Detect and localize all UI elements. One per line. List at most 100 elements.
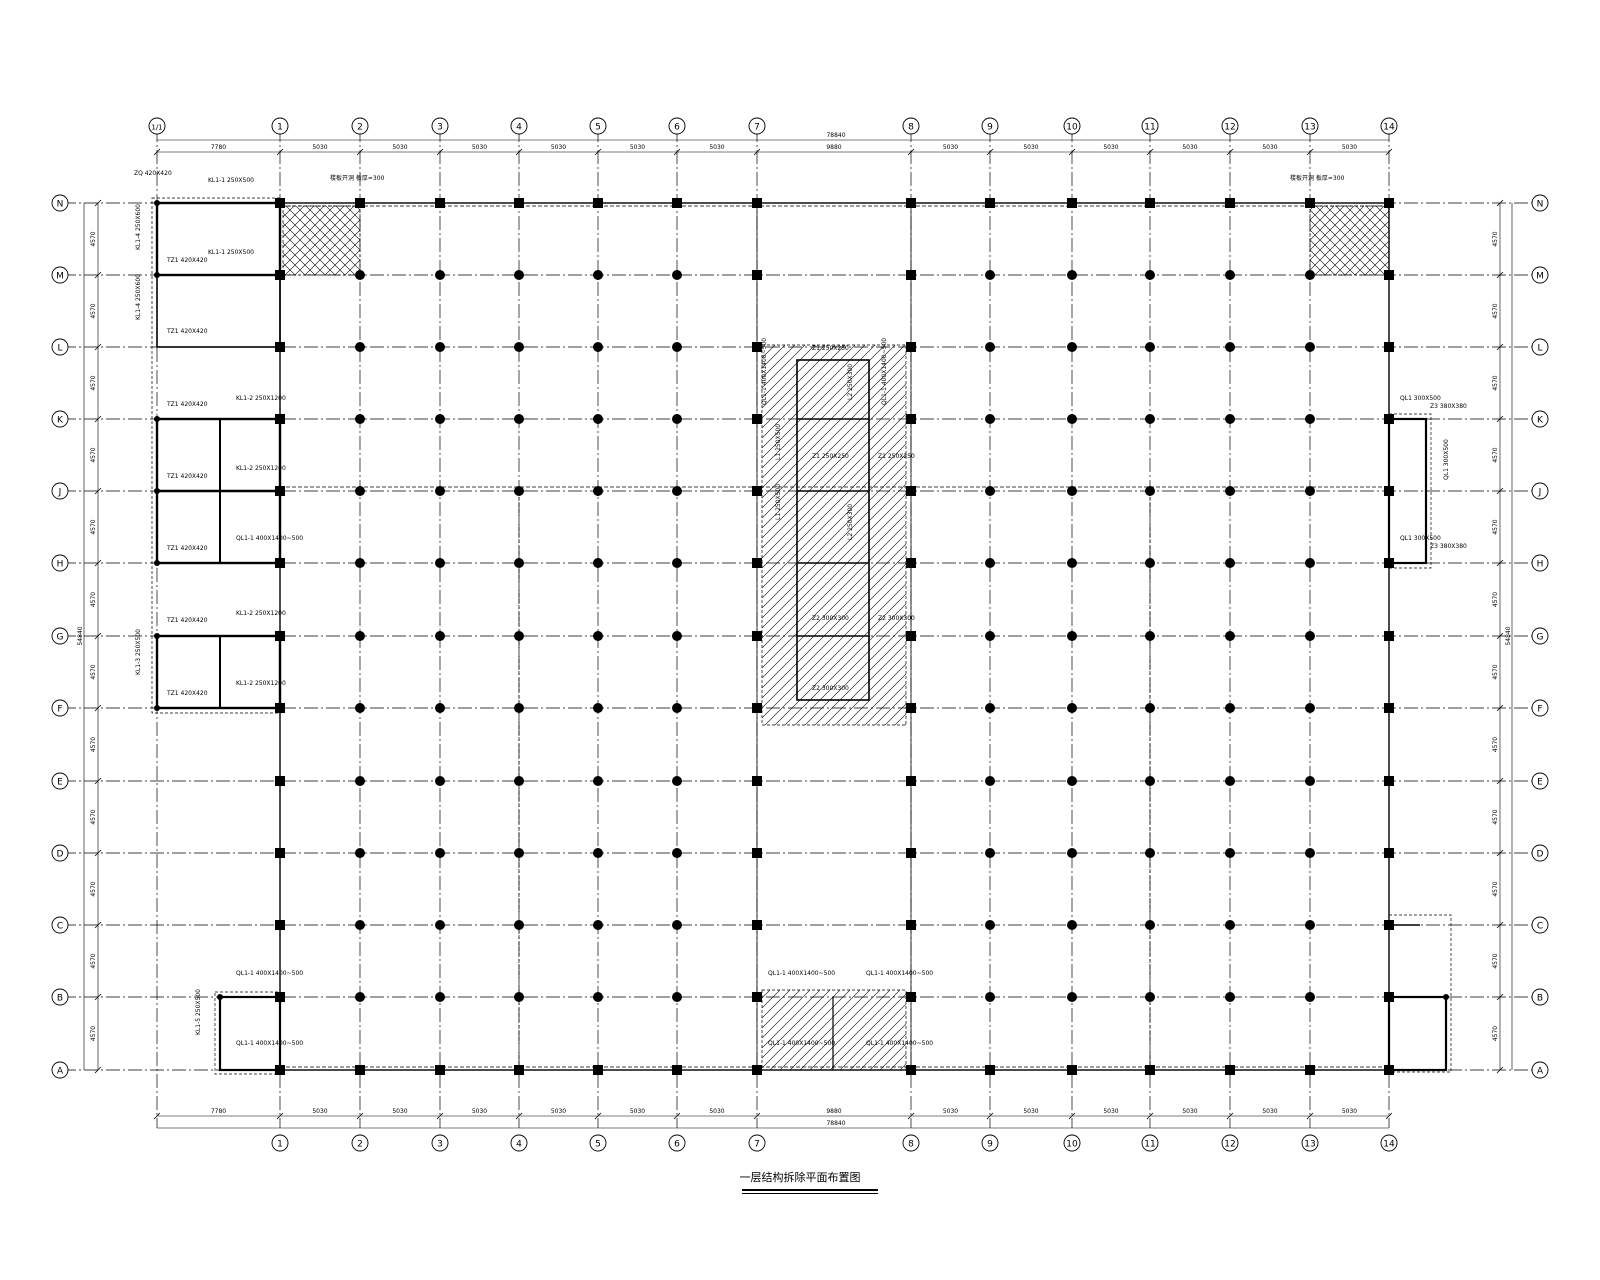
column-round [1067,920,1077,930]
column-round [672,992,682,1002]
core-frame [796,359,870,701]
column-round [1145,992,1155,1002]
axis-bubble-bottom-label: 13 [1304,1140,1315,1150]
label-l1: L1 250X500 [775,424,782,460]
column-square [435,1065,445,1075]
column-round [435,558,445,568]
columns [154,198,1449,1075]
axis-bubble-right-label: A [1537,1067,1544,1077]
column-square [906,414,916,424]
column-round [672,342,682,352]
column-round [1225,486,1235,496]
dim-tick [673,148,681,156]
label-z2-c: Z2 300X300 [812,685,849,692]
axis-bubble-top-label: 12 [1224,123,1235,133]
dim-tick [1068,1112,1076,1120]
dim-label: 5030 [1182,1108,1197,1115]
axis-bubble-right [1531,988,1549,1006]
column-square [275,848,285,858]
column-round [1067,414,1077,424]
column-round [355,342,365,352]
dim-label: 4570 [1492,303,1499,318]
column-round [985,992,995,1002]
column-square [593,198,603,208]
column-round [672,631,682,641]
dim-label: 4570 [90,1026,97,1041]
dim-label: 9880 [826,144,841,151]
column-round [1145,414,1155,424]
column-square [275,920,285,930]
annex-column [154,560,160,566]
axis-bubble-top [902,117,920,135]
column-round [1145,776,1155,786]
dim-label: 5030 [1023,1108,1038,1115]
column-square [1384,558,1394,568]
axis-bubble-left [51,699,69,717]
column-round [435,270,445,280]
axis-bubble-left [51,194,69,212]
dim-label: 4570 [1492,881,1499,896]
axis-bubble-right-label: G [1537,633,1544,643]
column-round [593,414,603,424]
axis-bubble-bottom [1221,1134,1239,1152]
column-square [275,414,285,424]
dim-label: 5030 [1342,144,1357,151]
dim-tick [94,415,102,423]
column-round [514,848,524,858]
annex-room [155,201,282,277]
dim-tick [436,1112,444,1120]
column-round [985,631,995,641]
dim-tick [1385,148,1393,156]
column-square [275,270,285,280]
column-square [906,1065,916,1075]
column-round [435,776,445,786]
dim-tick [594,1112,602,1120]
label-ql1: QL1 300X500 [1400,395,1441,402]
column-round [1145,558,1155,568]
column-round [514,703,524,713]
dim-tick [1306,148,1314,156]
axis-bubble-top-label: 1/1 [151,124,162,132]
dim-tick [1226,148,1234,156]
column-round [355,270,365,280]
axis-bubble-left-label: B [57,994,63,1004]
column-round [672,848,682,858]
column-square [752,558,762,568]
column-square [672,1065,682,1075]
axis-bubble-top [1380,117,1398,135]
dim-tick [276,1112,284,1120]
column-square [752,1065,762,1075]
axis-bubble-top-label: 14 [1383,123,1395,133]
column-square [1384,342,1394,352]
column-square [752,848,762,858]
label-l2: L2 250X300 [847,364,854,400]
annex-room [156,274,281,348]
column-square [906,992,916,1002]
label-ql1-1-c: QL1-1 400X1400~500 [236,1040,303,1047]
column-square [1384,631,1394,641]
label-ql1-c: QL1 300X500 [1443,439,1450,480]
dim-label: 4570 [1492,519,1499,534]
column-square [752,776,762,786]
axis-bubble-left-label: J [58,488,62,498]
slab-opening-left [282,205,361,276]
column-round [985,342,995,352]
column-square [752,270,762,280]
dim-label: 4570 [90,953,97,968]
axis-bubble-top [148,117,166,135]
dim-label: 5030 [943,1108,958,1115]
column-round [514,631,524,641]
column-round [985,776,995,786]
column-round [1067,270,1077,280]
dim-label: 7780 [211,144,226,151]
label-ql1-b: QL1 300X500 [1400,535,1441,542]
column-square [906,342,916,352]
axis-bubble-bottom-label: 8 [908,1140,914,1150]
dim-tick [1496,415,1504,423]
axis-bubble-right-label: J [1538,488,1542,498]
dim-label: 4570 [90,375,97,390]
annex-outline-lb [214,991,281,1075]
label-ql1-1-e: QL1-1 400X1400~500 [866,970,933,977]
dim-overall-left: 54840 [77,626,84,645]
